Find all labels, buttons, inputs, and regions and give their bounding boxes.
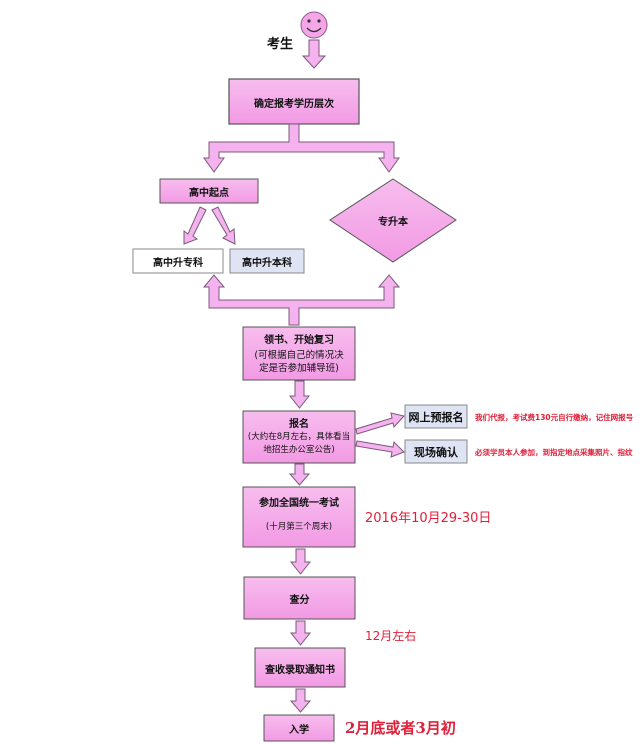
arrow-books-to-register	[288, 380, 311, 409]
onsite-confirm-label: 现场确认	[414, 446, 458, 459]
get-books-line1: (可根据自己的情况决	[254, 350, 344, 361]
hs-to-junior-label: 高中升专科	[153, 258, 203, 269]
register-line2: 地招生办公室公告)	[263, 445, 335, 455]
exam-text: 参加全国统一考试 (十月第三个周末)	[243, 494, 355, 534]
split-arrow	[203, 123, 400, 173]
arrow-register-to-exam	[288, 463, 311, 486]
junior-to-bachelor-label: 专升本	[378, 217, 408, 228]
high-school-start-label: 高中起点	[189, 188, 229, 199]
arrow-to-onsite-confirm	[355, 440, 405, 458]
register-text: 报名 (大约在8月左右，具体看当 地招生办公室公告)	[243, 415, 355, 457]
arrow-to-bachelor	[211, 206, 236, 245]
smiley-face-icon	[300, 11, 328, 39]
register-title: 报名	[289, 419, 309, 430]
get-books-title: 领书、开始复习	[264, 335, 334, 346]
arrow-exam-to-score	[289, 548, 312, 575]
online-prereg-box	[404, 404, 468, 429]
onsite-confirm-note: 必须学员本人参加，到指定地点采集照片、指纹	[475, 448, 633, 457]
hs-to-bachelor-label: 高中升本科	[242, 258, 292, 269]
check-score-box	[243, 576, 356, 620]
online-prereg-label: 网上预报名	[408, 411, 464, 424]
online-prereg-note: 我们代报，考试费130元自行缴纳，记住网报号	[475, 413, 634, 422]
merge-arrow	[202, 274, 401, 326]
exam-box	[242, 486, 356, 548]
high-school-start-box	[159, 178, 259, 204]
check-admission-box	[254, 647, 346, 688]
arrow-to-online-prereg	[355, 412, 405, 435]
score-date-note: 12月左右	[365, 629, 417, 643]
hs-to-junior-box	[132, 248, 224, 274]
register-box	[242, 410, 356, 464]
get-books-line2: 定是否参加辅导班)	[259, 363, 339, 374]
exam-line1: (十月第三个周末)	[265, 522, 333, 532]
arrow-score-to-admission	[289, 620, 312, 646]
arrow-start-down	[301, 39, 327, 69]
check-score-label: 查分	[289, 595, 310, 606]
register-line1: (大约在8月左右，具体看当	[247, 432, 351, 442]
enroll-label: 入学	[289, 725, 309, 736]
enroll-date-note: 2月底或者3月初	[345, 719, 456, 737]
hs-to-bachelor-box	[229, 248, 305, 274]
start-label: 考生	[267, 37, 294, 52]
exam-title: 参加全国统一考试	[259, 498, 339, 509]
exam-date-note: 2016年10月29-30日	[365, 511, 492, 526]
get-books-text: 领书、开始复习 (可根据自己的情况决 定是否参加辅导班)	[243, 331, 355, 375]
onsite-confirm-box	[404, 439, 468, 464]
arrow-to-junior	[183, 206, 207, 245]
enroll-box	[263, 714, 335, 742]
arrow-admission-to-enroll	[289, 688, 312, 713]
determine-level-label: 确定报考学历层次	[254, 99, 334, 110]
get-books-box	[242, 326, 356, 381]
check-admission-label: 查收录取通知书	[265, 665, 335, 676]
junior-to-bachelor-diamond	[329, 178, 457, 263]
